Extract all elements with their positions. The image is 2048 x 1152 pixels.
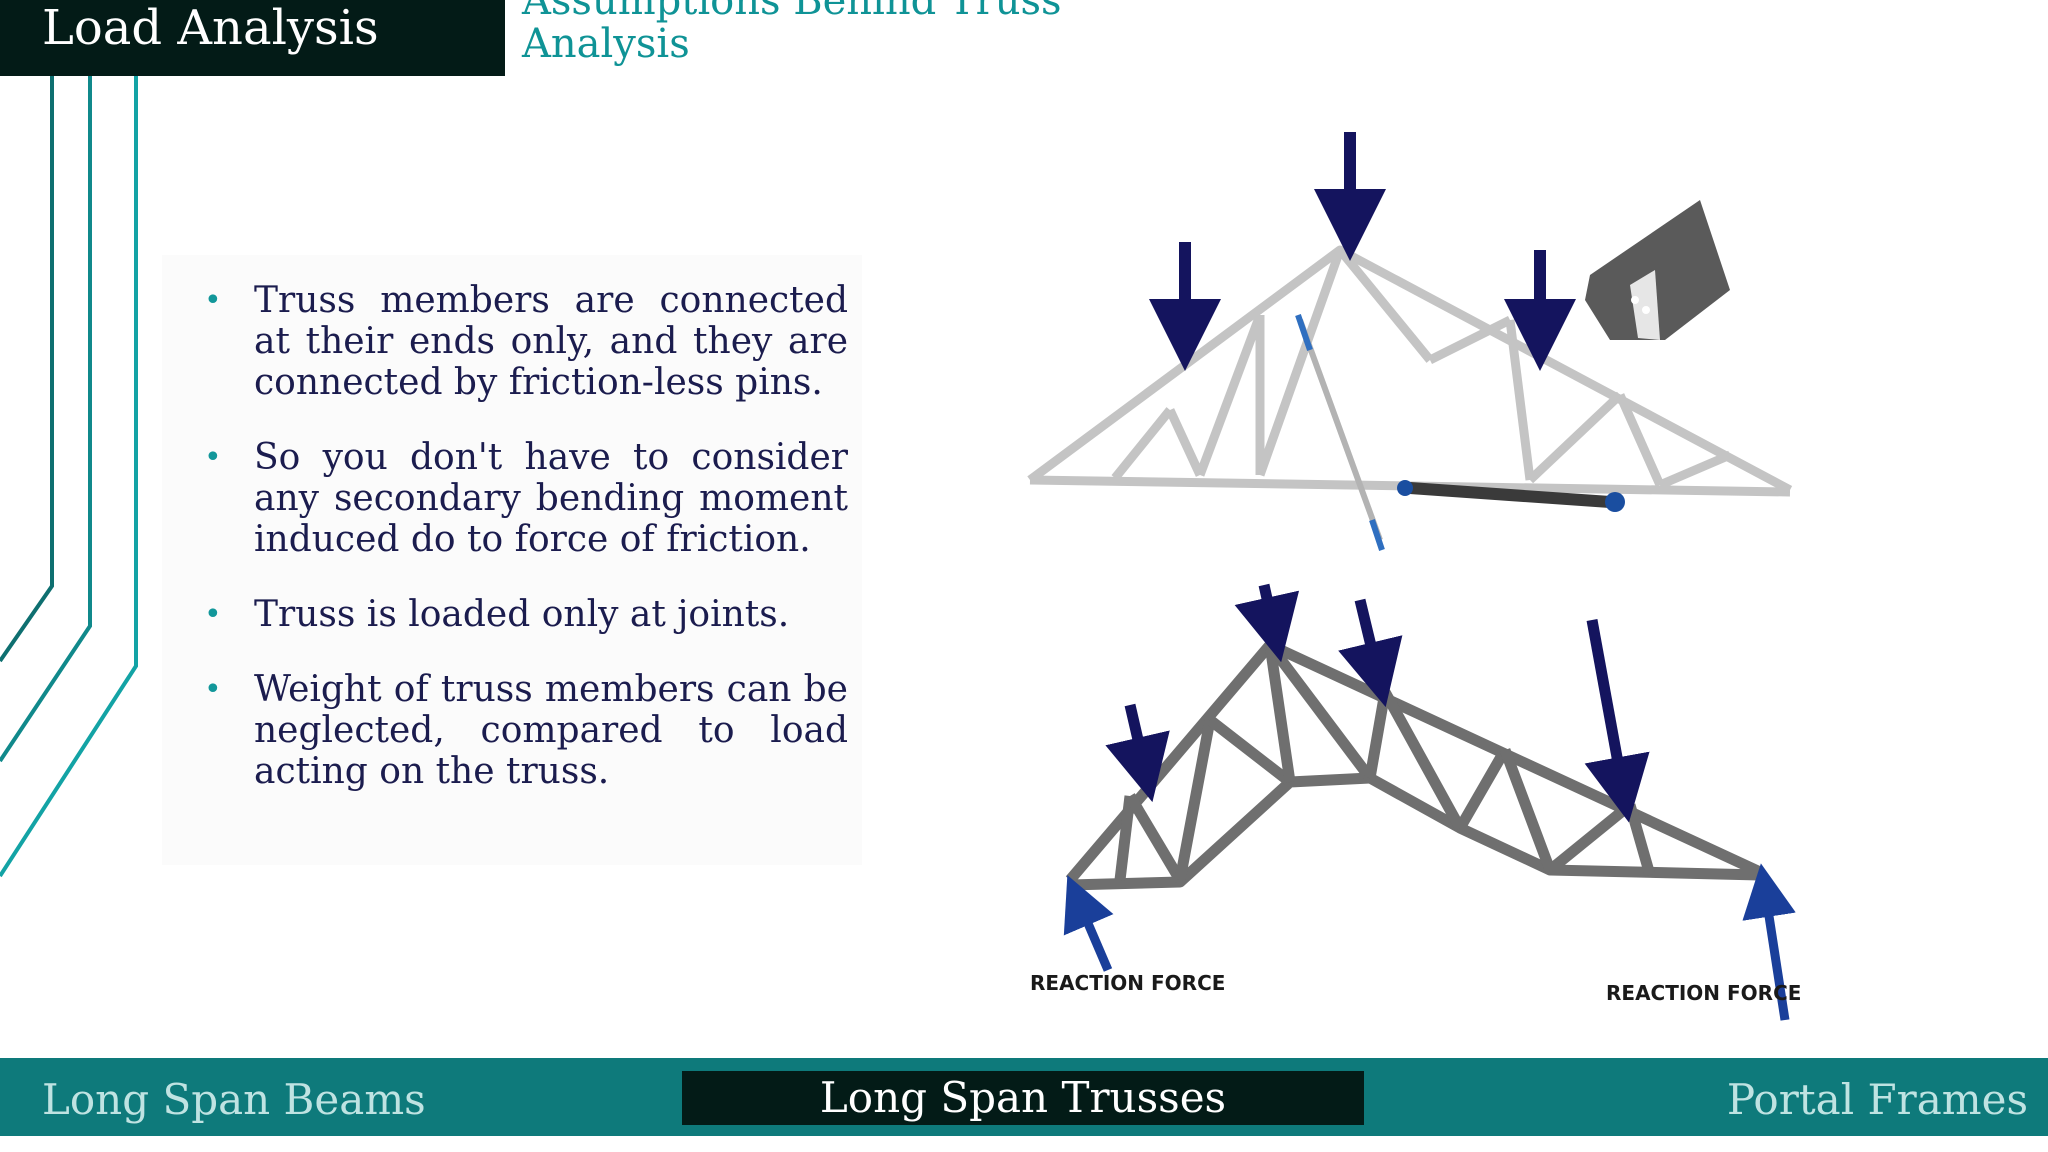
nav-portal-frames[interactable]: Portal Frames xyxy=(1726,1075,2028,1124)
bullet-item: •Weight of truss members can be neglecte… xyxy=(204,669,848,792)
section-tab: Load Analysis xyxy=(0,0,505,76)
reaction-label-right: REACTION FORCE xyxy=(1606,981,1801,1005)
bullet-dot-icon: • xyxy=(204,283,222,318)
bottom-load-arrows xyxy=(1105,583,1650,823)
slide-title: Assumptions Behind Truss Analysis xyxy=(522,0,1062,67)
reaction-arrows xyxy=(1063,863,1796,1021)
nav-long-span-trusses[interactable]: Long Span Trusses xyxy=(682,1071,1364,1125)
top-truss-detail xyxy=(1295,200,1730,551)
bullet-dot-icon: • xyxy=(204,597,222,632)
footer-nav: Long Span Beams Long Span Trusses Portal… xyxy=(0,1058,2048,1136)
bullet-item: •Truss members are connected at their en… xyxy=(204,280,848,403)
bullet-list: •Truss members are connected at their en… xyxy=(200,280,848,826)
decorative-lines xyxy=(0,76,138,878)
reaction-label-left: REACTION FORCE xyxy=(1030,971,1225,995)
top-load-arrows xyxy=(1149,132,1576,371)
content-panel xyxy=(162,255,862,865)
nav-long-span-beams[interactable]: Long Span Beams xyxy=(42,1075,426,1124)
bottom-truss xyxy=(1065,639,1763,891)
bullet-item: •So you don't have to consider any secon… xyxy=(204,437,848,560)
bullet-dot-icon: • xyxy=(204,672,222,707)
truss-figure: REACTION FORCE REACTION FORCE xyxy=(1027,132,1801,1021)
bullet-dot-icon: • xyxy=(204,440,222,475)
bullet-item: •Truss is loaded only at joints. xyxy=(204,594,790,635)
